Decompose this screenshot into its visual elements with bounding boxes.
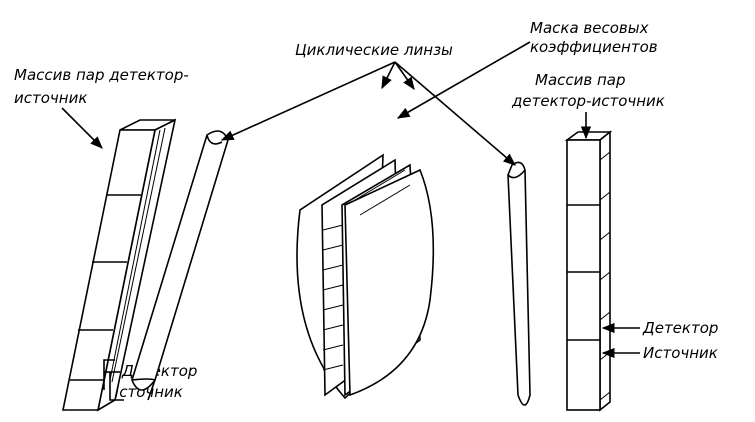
- left-detector-source-array: [62, 118, 177, 412]
- left-detector-leader: [103, 359, 115, 390]
- left-source-leader: [109, 372, 124, 401]
- lens-arrow-left: [220, 61, 396, 141]
- left-array-label-1: Массив пар детектор-: [14, 66, 189, 84]
- left-source-label: Источник: [108, 383, 183, 401]
- left-array-label-2: источник: [14, 89, 87, 107]
- right-source-label: Источник: [643, 344, 718, 362]
- mask-arrow: [396, 41, 531, 119]
- central-cyclic-lenses: [296, 153, 435, 400]
- cyclic-lenses-label: Циклические линзы: [295, 41, 453, 59]
- right-array-label-1: Массив пар: [535, 71, 626, 89]
- right-detector-label: Детектор: [642, 319, 718, 337]
- left-array-arrow: [61, 107, 103, 149]
- mask-label-2: коэффициентов: [530, 38, 658, 56]
- right-array-label-2: детектор-источник: [511, 92, 665, 110]
- right-cyclic-lens: [507, 161, 531, 406]
- mask-label-1: Маска весовых: [530, 19, 649, 37]
- lens-arrow-center-2: [394, 61, 415, 91]
- left-cyclic-lens: [131, 130, 229, 401]
- lens-arrow-center-1: [381, 61, 396, 90]
- lens-arrow-right: [394, 61, 516, 166]
- right-detector-source-array: [564, 130, 613, 412]
